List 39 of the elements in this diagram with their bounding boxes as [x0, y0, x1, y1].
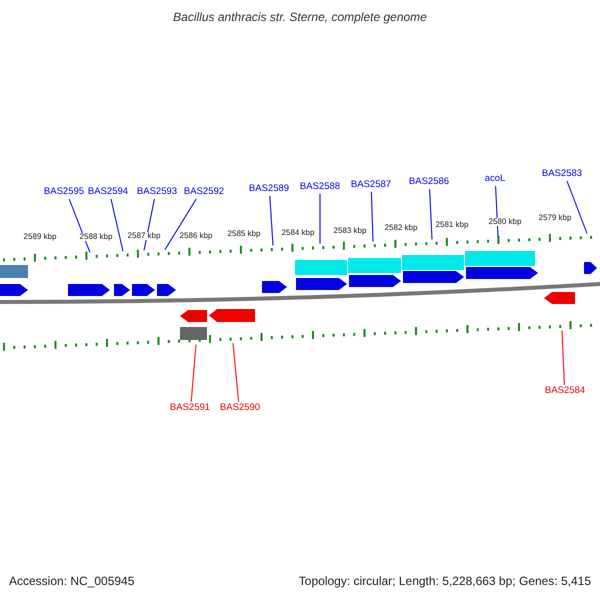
leader-line — [269, 196, 274, 246]
leader-line — [68, 198, 90, 254]
scale-label: 2583 kbp — [334, 227, 366, 235]
leader-line — [429, 188, 432, 240]
gene-label: BAS2590 — [220, 403, 260, 412]
gene-label: BAS2589 — [248, 184, 290, 194]
gene-label: BAS2584 — [544, 386, 586, 396]
leader-line — [190, 344, 196, 402]
gene-label: BAS2594 — [88, 187, 128, 196]
scale-label: 2581 kbp — [436, 221, 468, 229]
scale-label: 2584 kbp — [282, 229, 314, 237]
gene-label: BAS2588 — [300, 182, 340, 192]
gene-label: acoL — [484, 174, 506, 184]
gene-label: BAS2586 — [408, 177, 450, 186]
title: Bacillus anthracis str. Sterne, complete genome — [173, 11, 427, 23]
scale-label: 2588 kbp — [80, 233, 112, 241]
scale-axis — [3, 321, 592, 351]
scale-label: 2585 kbp — [228, 230, 260, 238]
scale-label: 2579 kbp — [538, 214, 572, 222]
scale-label: 2589 kbp — [24, 233, 56, 241]
gene-label: BAS2593 — [136, 187, 178, 196]
scale-label: 2586 kbp — [180, 232, 212, 240]
leader-line — [566, 180, 588, 234]
gene-label: BAS2595 — [44, 187, 84, 196]
gene-label: BAS2587 — [350, 180, 392, 190]
leader-line — [232, 342, 240, 402]
scale-label: 2587 kbp — [128, 232, 160, 240]
gene-label: BAS2592 — [184, 187, 224, 196]
leader-line — [144, 198, 155, 251]
leader-line — [495, 186, 498, 238]
leader-line — [110, 198, 124, 252]
accession-text: Accession: NC_005945 — [9, 575, 134, 587]
leader-line — [370, 192, 374, 242]
gene-label: BAS2583 — [542, 169, 582, 178]
genome-summary: Topology: circular; Length: 5,228,663 bp; Genes: 5,415 — [298, 575, 591, 587]
leader-line — [164, 198, 197, 250]
leader-line — [562, 330, 565, 386]
scale-label: 2580 kbp — [488, 218, 522, 226]
gene-label: BAS2591 — [170, 403, 210, 412]
